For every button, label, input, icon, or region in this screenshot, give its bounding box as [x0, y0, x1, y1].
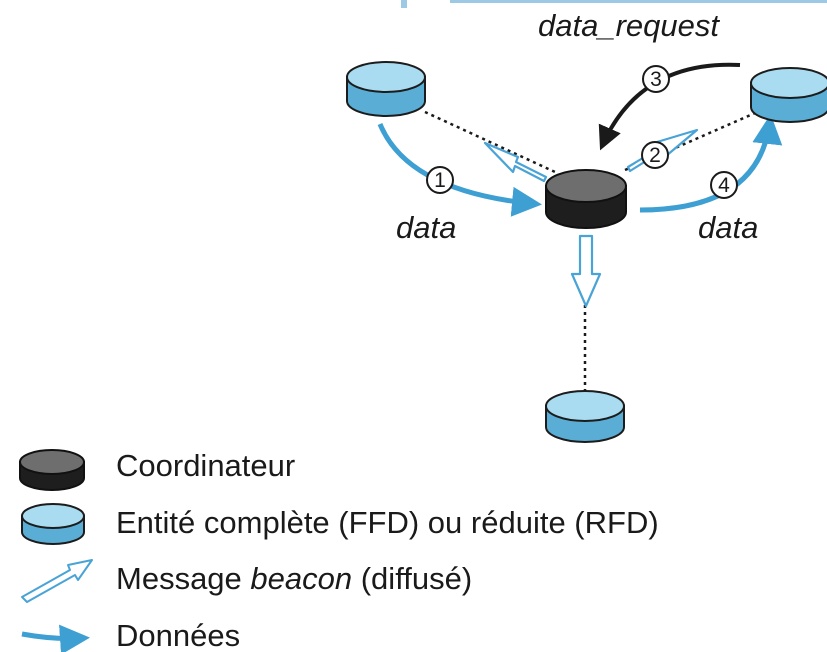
legend-beacon-icon	[21, 559, 93, 603]
device-node-top-left	[346, 61, 426, 117]
legend-device-label: Entité complète (FFD) ou réduite (RFD)	[116, 505, 659, 540]
data-request-label: data_request	[538, 8, 720, 43]
data-request-arrow	[598, 62, 741, 151]
step-marker-3: 3	[642, 65, 670, 93]
svg-text:4: 4	[718, 174, 730, 197]
page-edge-decoration	[401, 0, 827, 8]
device-node-top-right	[750, 67, 827, 123]
data-label-right: data	[698, 210, 758, 245]
legend-device-icon	[21, 503, 85, 545]
legend: Coordinateur Entité complète (FFD) ou ré…	[19, 448, 659, 652]
beacon-arrow-left	[483, 141, 548, 183]
link-left-node	[424, 110, 556, 174]
legend-coordinator-label: Coordinateur	[116, 448, 295, 483]
beacon-arrow-down	[570, 234, 602, 308]
coordinator-node	[545, 169, 627, 229]
legend-beacon-label: Message beacon (diffusé)	[116, 561, 472, 596]
svg-text:2: 2	[649, 144, 661, 167]
step-marker-2: 2	[641, 141, 669, 169]
step-marker-1: 1	[426, 166, 454, 194]
data-label-left: data	[396, 210, 456, 245]
svg-text:1: 1	[434, 169, 446, 192]
device-node-bottom	[545, 390, 625, 443]
legend-coordinator-icon	[19, 449, 85, 491]
legend-data-label: Données	[116, 618, 240, 652]
svg-text:3: 3	[650, 68, 662, 91]
step-marker-4: 4	[710, 171, 738, 199]
legend-data-icon	[21, 624, 90, 652]
